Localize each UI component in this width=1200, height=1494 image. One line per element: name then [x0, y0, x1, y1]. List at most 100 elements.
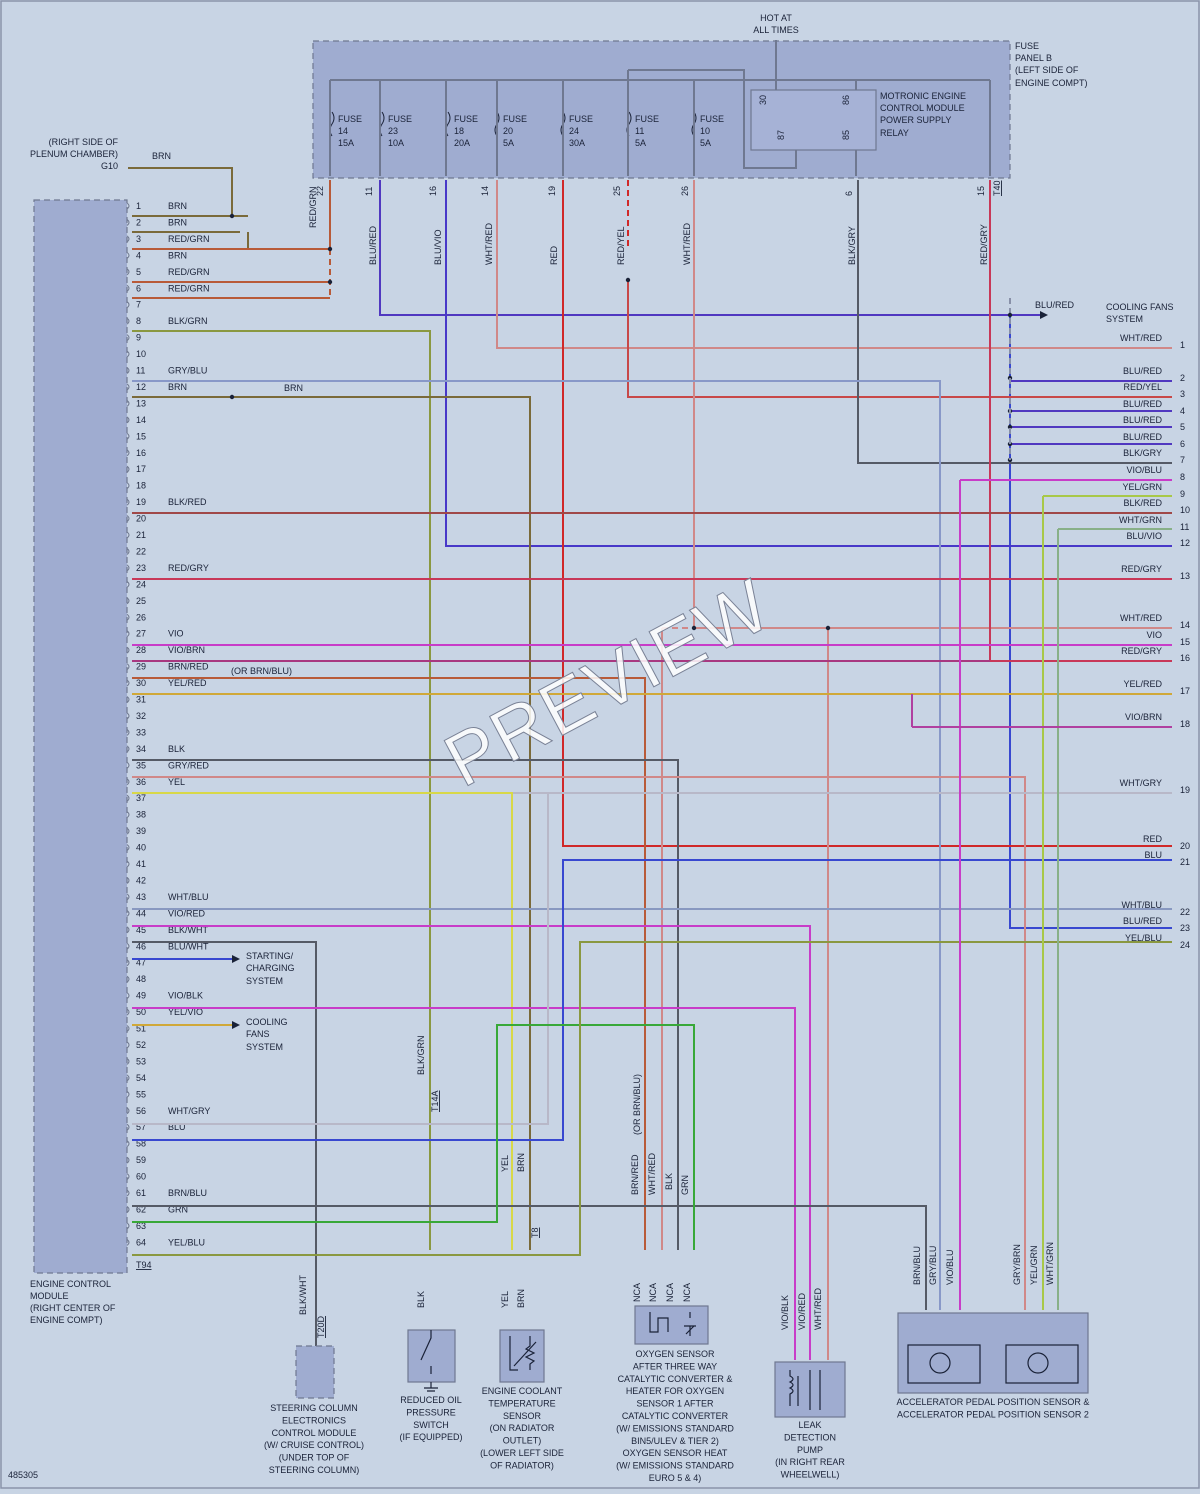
o2-label: HEATER FOR OXYGEN: [626, 1386, 724, 1396]
svg-text:SYSTEM: SYSTEM: [246, 1042, 283, 1052]
ecm-pin-number: 44: [136, 908, 146, 918]
ecm-pin-wire-label: BLK/GRN: [168, 316, 208, 326]
ecm-pin-wire-label: BLK: [168, 744, 185, 754]
wht-red-drop: [661, 628, 829, 1360]
ecm-pin-wire-label: YEL/RED: [168, 678, 207, 688]
o2-label: (W/ EMISSIONS STANDARD: [616, 1461, 734, 1471]
o2-label: CATALYTIC CONVERTER &: [618, 1374, 733, 1384]
ecm-pin-number: 8: [136, 316, 141, 326]
coolant-label: ENGINE COOLANT: [482, 1386, 563, 1396]
leak-label: (IN RIGHT REAR: [775, 1457, 845, 1467]
ecm-pin-wire-label: BRN: [168, 382, 187, 392]
right-circuit-number: 19: [1180, 785, 1190, 795]
vertical-wire-label: BLK: [664, 1173, 674, 1190]
connector-t20d: T20D: [316, 1315, 326, 1338]
right-wire-label: BLU/RED: [1123, 399, 1163, 409]
ecm-pin-terminal: [126, 761, 130, 769]
right-circuit-number: 14: [1180, 620, 1190, 630]
ecm-pin-wire-label: VIO: [168, 629, 184, 639]
o2-label: OXYGEN SENSOR: [635, 1349, 715, 1359]
right-wire-label: BLU/RED: [1123, 916, 1163, 926]
splice-dot: [229, 394, 235, 400]
vertical-wire-label: BRN/RED: [630, 1154, 640, 1195]
svg-text:FUSE: FUSE: [1015, 41, 1039, 51]
ecm-pin-terminal: [126, 942, 130, 950]
yel-wire: [132, 792, 513, 1250]
o2-sensor-box: [634, 1305, 709, 1345]
blk-wht-wire: [132, 941, 317, 1346]
panel-pin: 6: [844, 191, 854, 196]
vertical-wire-label: GRY/BRN: [1012, 1244, 1022, 1285]
svg-text:CHARGING: CHARGING: [246, 963, 295, 973]
ecm-pin-terminal: [126, 893, 130, 901]
vertical-wire-label: BLK: [416, 1291, 426, 1308]
right-wire-label: VIO/BLU: [1126, 465, 1162, 475]
leak-label: LEAK: [798, 1420, 821, 1430]
ecm-pin-terminal: [126, 1123, 130, 1131]
svg-text:ENGINE CONTROL: ENGINE CONTROL: [30, 1279, 111, 1289]
fuse-name: FUSE: [454, 114, 478, 124]
steering-label: (UNDER TOP OF: [279, 1453, 350, 1463]
splice-dot: [1007, 312, 1013, 318]
drop-wire-label: RED/YEL: [616, 226, 626, 265]
ecm-pin-number: 37: [136, 793, 146, 803]
vertical-wire-label: BRN: [516, 1289, 526, 1308]
ecm-pin-number: 51: [136, 1024, 146, 1034]
blk-wire: [132, 759, 679, 1250]
ecm-pin-terminal: [126, 1107, 130, 1115]
gry-blu-wire: [132, 380, 941, 1310]
vertical-wire-label: VIO/BLK: [780, 1295, 790, 1330]
splice-dot: [327, 279, 333, 285]
ecm-pin-terminal: [126, 1189, 130, 1197]
right-circuit-number: 5: [1180, 422, 1185, 432]
vio-red-wire: [132, 925, 811, 1360]
ecm-pin-wire-label: BRN: [168, 201, 187, 211]
svg-text:BRN: BRN: [152, 151, 171, 161]
ecm-pin-wire-label: BLK/WHT: [168, 925, 209, 935]
fuse-panel-box: [312, 40, 1011, 179]
fuse-rating: 5A: [503, 138, 514, 148]
ecm-pin-wire-label: BLK/RED: [168, 497, 207, 507]
coolant-label: SENSOR: [503, 1411, 542, 1421]
steering-module-box: [295, 1345, 335, 1399]
svg-text:POWER SUPPLY: POWER SUPPLY: [880, 115, 951, 125]
ecm-pin-number: 28: [136, 645, 146, 655]
o2-label: AFTER THREE WAY: [633, 1361, 717, 1371]
ecm-pin-terminal: [126, 597, 130, 605]
steering-label: CONTROL MODULE: [272, 1428, 357, 1438]
ecm-pin-terminal: [126, 400, 130, 407]
ecm-pin-number: 30: [136, 678, 146, 688]
ecm-pin-number: 61: [136, 1188, 146, 1198]
ecm-pin-number: 63: [136, 1221, 146, 1231]
brn-red-wire: [132, 677, 646, 1250]
vertical-wire-label: GRN: [680, 1175, 690, 1195]
ecm-pin-number: 19: [136, 497, 146, 507]
o2-label: OXYGEN SENSOR HEAT: [623, 1448, 728, 1458]
ecm-pin-wire-label: YEL/BLU: [168, 1237, 205, 1247]
ecm-pin-number: 52: [136, 1040, 146, 1050]
svg-text:MOTRONIC ENGINE: MOTRONIC ENGINE: [880, 91, 966, 101]
blk-gry-wire: [857, 180, 1172, 464]
svg-text:G10: G10: [101, 161, 118, 171]
vertical-wire-label: YEL: [500, 1291, 510, 1308]
o2-label: (W/ EMISSIONS STANDARD: [616, 1423, 734, 1433]
fuse-number: 14: [338, 126, 348, 136]
ecm-pin-terminal: [126, 235, 130, 243]
ecm-pin-number: 39: [136, 826, 146, 836]
svg-text:ENGINE COMPT): ENGINE COMPT): [1015, 78, 1088, 88]
ecm-pin-terminal: [126, 926, 130, 934]
ecm-pin-number: 49: [136, 991, 146, 1001]
oil-label: REDUCED OIL: [400, 1395, 462, 1405]
svg-text:85: 85: [841, 130, 851, 140]
pedal-label: ACCELERATOR PEDAL POSITION SENSOR &: [897, 1397, 1090, 1407]
coolant-sensor-symbol: [509, 1336, 537, 1371]
ecm-pin-terminal: [126, 1222, 130, 1230]
o2-label: EURO 5 & 4): [649, 1473, 702, 1483]
right-circuit-number: 24: [1180, 940, 1190, 950]
cooling-fans-top-label-2: SYSTEM: [1106, 314, 1143, 324]
nca-label: NCA: [632, 1283, 642, 1302]
oil-label: (IF EQUIPPED): [399, 1432, 462, 1442]
vertical-wire-label: GRY/BLU: [928, 1246, 938, 1285]
